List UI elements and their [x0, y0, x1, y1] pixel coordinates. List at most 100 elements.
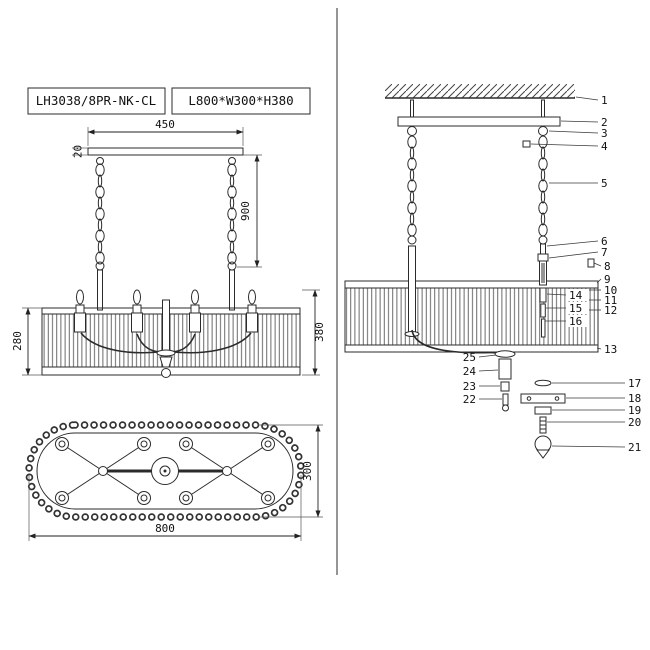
dim-chain-length: 900 [237, 154, 262, 268]
part-label-12: 12 [604, 304, 617, 317]
part-label-13: 13 [604, 343, 617, 356]
bolt-right [541, 99, 545, 118]
dim-300-label: 300 [301, 461, 314, 481]
nut [534, 406, 552, 415]
part-label-23: 23 [463, 380, 476, 393]
part-label-24: 24 [463, 365, 477, 378]
candle-sleeve [498, 358, 512, 380]
dim-800-label: 800 [155, 522, 175, 535]
label-backing [566, 315, 587, 327]
dim-450-label: 450 [155, 118, 175, 131]
dim-canopy-thickness: 20 [72, 145, 88, 158]
part-label-3: 3 [601, 127, 608, 140]
dim-280-label: 280 [11, 331, 24, 351]
part-label-4: 4 [601, 140, 608, 153]
ceiling [385, 84, 575, 99]
dim-canopy-width: 450 [87, 118, 244, 146]
part-label-25: 25 [463, 351, 476, 364]
bulb-icon [248, 289, 256, 305]
ceiling-hatch [385, 84, 575, 98]
canopy-plate [397, 116, 561, 127]
plan-hubs [55, 437, 275, 505]
shade-pleats [346, 288, 597, 345]
drum-shade-exploded [344, 280, 599, 353]
candle-parts [494, 350, 516, 412]
dim-plan-length: 800 [28, 475, 302, 541]
exploded-chain-right [538, 135, 548, 245]
hook-loop-right [538, 126, 548, 136]
part-label-21: 21 [628, 441, 641, 454]
dim-fixture-height: 380 [302, 289, 326, 376]
part-label-14: 14 [569, 289, 583, 302]
bulb-icon [133, 289, 141, 305]
chain-left [95, 157, 105, 311]
exploded-chain-left [407, 135, 417, 245]
part-label-10: 10 [604, 284, 617, 297]
model-number: LH3038/8PR-NK-CL [36, 93, 156, 108]
candle-4 [246, 289, 258, 333]
mount-plate [520, 393, 566, 404]
dim-900-label: 900 [239, 201, 252, 221]
finial-ball [161, 368, 171, 378]
center-column [162, 299, 170, 353]
part-label-2: 2 [601, 116, 608, 129]
candle-frame [80, 299, 252, 378]
title-block: LH3038/8PR-NK-CL L800*W300*H380 [27, 87, 311, 115]
part-label-20: 20 [628, 416, 641, 429]
shade-inner-outline [36, 432, 294, 510]
socket-connector [502, 393, 509, 406]
exploded-view: 1 2 3 4 5 6 7 8 9 10 11 12 13 14 15 16 1… [344, 84, 642, 459]
part-label-5: 5 [601, 177, 608, 190]
bolt-left [410, 99, 414, 118]
part-label-7: 7 [601, 246, 608, 259]
finial-tip [536, 449, 550, 459]
candle-1 [74, 289, 86, 333]
bulb-icon [76, 289, 84, 305]
part-label-9: 9 [604, 273, 611, 286]
candle-arm [411, 329, 503, 355]
canopy-bar [87, 147, 244, 156]
shade-outline [41, 307, 301, 376]
leader-lines [478, 96, 626, 448]
bottom-stack-parts [520, 379, 566, 459]
center-rod [408, 245, 416, 333]
size-label: L800*W300*H380 [188, 93, 293, 108]
part-label-15: 15 [569, 302, 582, 315]
plan-view: 800 300 [25, 421, 323, 541]
part-label-17: 17 [628, 377, 641, 390]
part-label-16: 16 [569, 315, 582, 328]
part-labels: 1 2 3 4 5 6 7 8 9 10 11 12 13 14 15 16 1… [463, 94, 642, 454]
front-view: 450 20 900 [11, 118, 326, 378]
candles-front [74, 289, 258, 333]
label-backing [566, 302, 587, 314]
label-backing [566, 289, 587, 301]
lamp-socket [500, 381, 510, 392]
inner-rod-segments [539, 287, 547, 338]
model-box [27, 87, 166, 115]
size-box [171, 87, 311, 115]
bobeche [494, 350, 516, 358]
bulb-icon [191, 289, 199, 305]
hook-loop-left [407, 126, 417, 136]
candle-2 [131, 289, 143, 333]
part-label-8: 8 [604, 260, 611, 273]
candle-3 [189, 289, 201, 333]
dim-plan-width: 300 [258, 424, 323, 518]
dim-shade-height: 280 [11, 307, 42, 376]
chain-ring-holes [27, 423, 303, 519]
part-label-19: 19 [628, 404, 641, 417]
nut-part [522, 140, 531, 148]
dim-20-label: 20 [72, 145, 85, 158]
dim-380-label: 380 [313, 322, 326, 342]
part-label-22: 22 [463, 393, 476, 406]
plan-candle-positions [55, 437, 275, 505]
part-label-6: 6 [601, 235, 608, 248]
washer [534, 379, 552, 387]
part-label-1: 1 [601, 94, 608, 107]
part-label-11: 11 [604, 294, 617, 307]
part-label-18: 18 [628, 392, 641, 405]
chain-right [227, 157, 237, 311]
clip-part [587, 258, 595, 268]
